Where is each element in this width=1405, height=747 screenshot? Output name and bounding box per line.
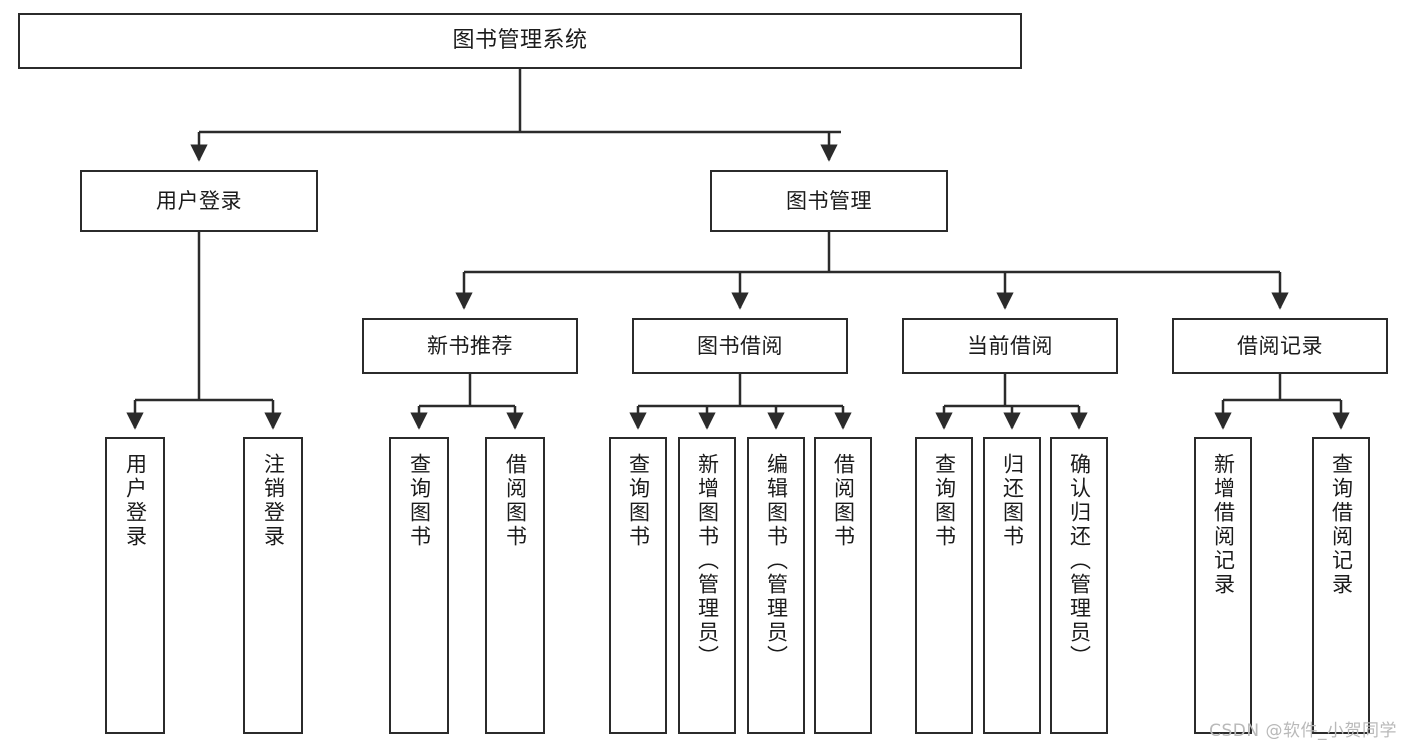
edge-userlogin-to-leaves bbox=[126, 232, 282, 430]
edge-root-to-level2 bbox=[190, 69, 841, 162]
node-leaf-query-record[interactable]: 查询借阅记录 bbox=[1312, 437, 1370, 734]
node-leaf-borrow-book-1[interactable]: 借阅图书 bbox=[485, 437, 545, 734]
node-current-borrow[interactable]: 当前借阅 bbox=[902, 318, 1118, 374]
node-label: 查询图书 bbox=[626, 453, 651, 549]
node-label: 查询借阅记录 bbox=[1329, 453, 1354, 597]
node-leaf-return-book[interactable]: 归还图书 bbox=[983, 437, 1041, 734]
edge-bookborrow-to-leaves bbox=[629, 374, 852, 430]
node-leaf-query-book-1[interactable]: 查询图书 bbox=[389, 437, 449, 734]
node-new-book-recommend[interactable]: 新书推荐 bbox=[362, 318, 578, 374]
edge-borrowrecord-to-leaves bbox=[1214, 374, 1350, 430]
edge-currentborrow-to-leaves bbox=[935, 374, 1088, 430]
node-label: 当前借阅 bbox=[967, 333, 1053, 358]
node-leaf-add-book[interactable]: 新增图书（管理员） bbox=[678, 437, 736, 734]
node-label: 用户登录 bbox=[156, 188, 242, 213]
node-label: 归还图书 bbox=[1000, 453, 1025, 549]
node-label: 查询图书 bbox=[407, 453, 432, 549]
node-user-login[interactable]: 用户登录 bbox=[80, 170, 318, 232]
node-label: 用户登录 bbox=[123, 453, 148, 549]
node-leaf-add-record[interactable]: 新增借阅记录 bbox=[1194, 437, 1252, 734]
node-label: 编辑图书（管理员） bbox=[764, 453, 789, 669]
node-book-borrow[interactable]: 图书借阅 bbox=[632, 318, 848, 374]
node-label: 注销登录 bbox=[261, 453, 286, 549]
node-label: 新书推荐 bbox=[427, 333, 513, 358]
node-label: 图书管理系统 bbox=[452, 28, 588, 54]
node-label: 图书管理 bbox=[786, 188, 872, 213]
node-label: 新增借阅记录 bbox=[1211, 453, 1236, 597]
node-label: 新增图书（管理员） bbox=[695, 453, 720, 669]
node-label: 图书借阅 bbox=[697, 333, 783, 358]
edge-newbook-to-leaves bbox=[410, 374, 524, 430]
node-leaf-query-book-3[interactable]: 查询图书 bbox=[915, 437, 973, 734]
node-label: 确认归还（管理员） bbox=[1067, 453, 1092, 669]
node-borrow-record[interactable]: 借阅记录 bbox=[1172, 318, 1388, 374]
node-label: 查询图书 bbox=[932, 453, 957, 549]
node-leaf-borrow-book-2[interactable]: 借阅图书 bbox=[814, 437, 872, 734]
node-label: 借阅图书 bbox=[831, 453, 856, 549]
node-leaf-user-logout[interactable]: 注销登录 bbox=[243, 437, 303, 734]
node-label: 借阅记录 bbox=[1237, 333, 1323, 358]
node-root[interactable]: 图书管理系统 bbox=[18, 13, 1022, 69]
node-leaf-edit-book[interactable]: 编辑图书（管理员） bbox=[747, 437, 805, 734]
csdn-watermark: CSDN @软件_小贺同学 bbox=[1209, 721, 1397, 741]
node-leaf-confirm-return[interactable]: 确认归还（管理员） bbox=[1050, 437, 1108, 734]
node-leaf-user-login[interactable]: 用户登录 bbox=[105, 437, 165, 734]
node-leaf-query-book-2[interactable]: 查询图书 bbox=[609, 437, 667, 734]
node-label: 借阅图书 bbox=[503, 453, 528, 549]
edge-bookmgmt-to-level3 bbox=[455, 232, 1289, 310]
node-book-management[interactable]: 图书管理 bbox=[710, 170, 948, 232]
